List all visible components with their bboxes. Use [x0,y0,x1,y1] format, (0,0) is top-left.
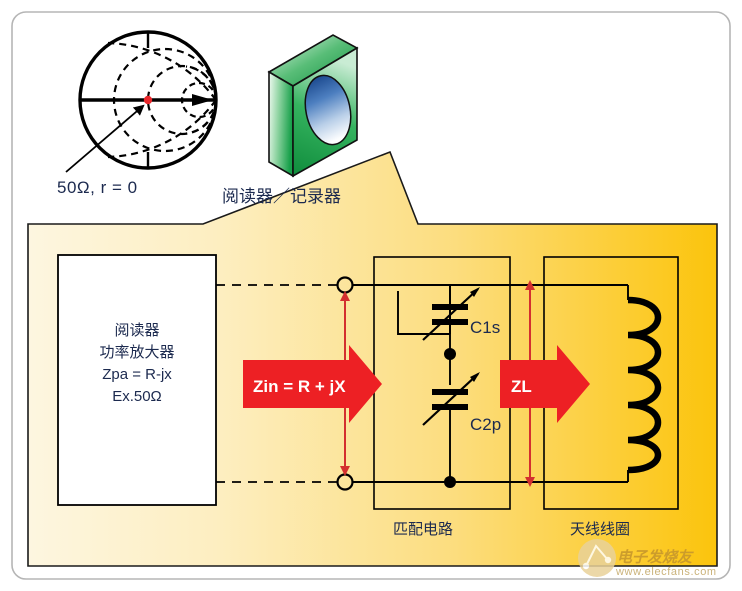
pa-line-1: 阅读器 [114,322,160,339]
reader-writer-graphic [267,34,359,178]
capacitor-c1s-label: C1s [470,318,501,337]
watermark-logo-icon [578,539,616,577]
zl-block-arrow [500,345,590,423]
power-amplifier-text: 阅读器 功率放大器 Zpa = R-jx Ex.50Ω [58,320,216,408]
smith-chart-label: 50Ω, r = 0 [57,178,138,197]
pa-line-3: Zpa = R-jx [102,366,172,383]
watermark-text-cn: 电子发烧友 [617,549,693,566]
pa-line-2: 功率放大器 [99,344,175,361]
antenna-coil-caption: 天线线圈 [570,521,631,538]
smith-chart-graphic [65,30,218,173]
zin-block-arrow [243,345,382,423]
power-amplifier-box [57,254,217,506]
reader-coil-opening [304,74,352,146]
node-dot-c1s [444,348,456,360]
watermark-text-url: www.elecfans.com [616,566,717,578]
zin-arrow-label: Zin = R + jX [253,377,346,396]
capacitor-c2p-symbol [422,372,480,426]
outer-frame [11,11,731,580]
capacitor-c1s-symbol [422,287,480,341]
matching-circuit-caption: 匹配电路 [393,521,454,538]
antenna-inductor-symbol [627,285,662,482]
zl-arrow-label: ZL [511,377,532,396]
capacitor-c2p-label: C2p [470,415,502,434]
smith-center-point [143,95,153,105]
node-dot-bottom [444,476,456,488]
reader-writer-label: 阅读器／记录器 [222,187,341,206]
pa-line-4: Ex.50Ω [112,388,162,405]
